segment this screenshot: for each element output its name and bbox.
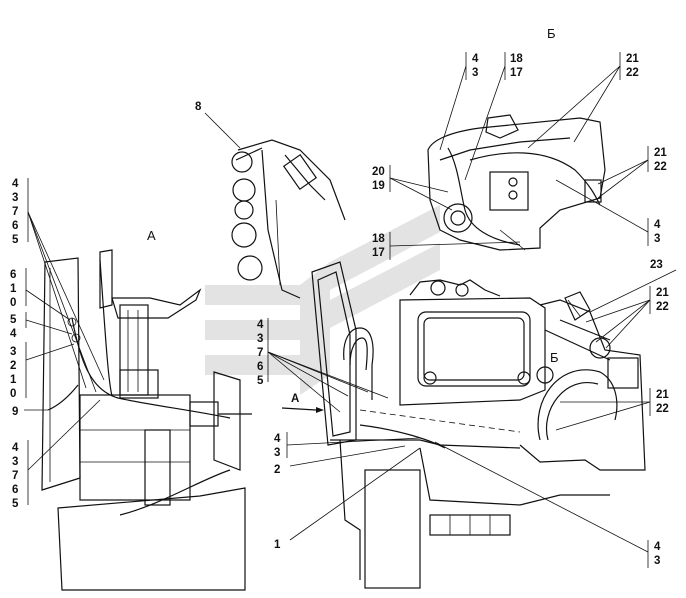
callout-left-bottom-0: 4 [12,442,19,454]
callout-left-bottom-3: 6 [12,484,18,496]
callout-center-2: 2 [274,464,280,476]
callout-center-43-0: 4 [274,433,281,445]
callout-center-stack-1: 3 [257,333,263,345]
callout-bottom-43-1: 3 [654,555,660,567]
callout-r-23: 23 [650,259,663,271]
item-8-assembly [204,112,346,299]
callout-left-top-2: 7 [12,206,18,218]
callout-b-2019-1: 19 [372,180,385,192]
callout-bottom-43-0: 4 [654,541,661,553]
callout-left-mid-a-0: 6 [10,269,16,281]
callout-left-mid-c-1: 2 [10,360,16,372]
callout-left-mid-a-2: 0 [10,297,16,309]
callout-b-2019-0: 20 [372,166,385,178]
callout-center-stack-4: 5 [257,375,264,387]
callout-left-mid-c-2: 1 [10,374,17,386]
callout-left-9: 9 [12,406,18,418]
callout-b-1817-1: 17 [372,247,385,259]
callout-left-bottom-2: 7 [12,470,18,482]
callout-top-43-1: 3 [472,67,478,79]
callout-r-2122-b-1: 22 [656,403,669,415]
callout-left-top-3: 6 [12,220,18,232]
callout-left-mid-c-3: 0 [10,388,16,400]
callout-r-2122-b-0: 21 [656,389,669,401]
callout-left-mid-c-0: 3 [10,346,16,358]
arrow-label: А [291,393,299,405]
callout-b-2122-0: 21 [654,147,667,159]
view-a-leaders [24,178,105,505]
view-b-leaders [389,52,649,260]
view-arrow-a [281,407,324,413]
callout-center-1: 1 [274,539,281,551]
callout-left-bottom-4: 5 [12,498,19,510]
right-leaders [555,269,677,431]
callout-center-stack-0: 4 [257,319,264,331]
callout-top-1817-1: 17 [510,67,523,79]
center-leaders [267,318,649,568]
callout-b-1817-0: 18 [372,233,385,245]
callout-center-stack-3: 6 [257,361,263,373]
callout-center-43-1: 3 [274,447,280,459]
callout-left-top-0: 4 [12,178,19,190]
callout-left-mid-a-1: 1 [10,283,17,295]
callout-left-top-1: 3 [12,192,18,204]
callout-left-top-4: 5 [12,234,19,246]
callout-left-bottom-1: 3 [12,456,18,468]
callout-b-2122-1: 22 [654,161,667,173]
view-a-cab [41,249,252,591]
callout-top-1817-0: 18 [510,53,523,65]
callout-b-43-1: 3 [654,233,660,245]
callout-left-mid-b-0: 5 [10,314,17,326]
callout-center-stack-2: 7 [257,347,263,359]
callout-b-43-0: 4 [654,219,661,231]
view-label-a: А [147,228,156,243]
view-label-b-mid: Б [550,350,559,365]
main-machine [311,261,646,589]
view-b-detail [427,114,606,251]
watermark-logo [205,205,440,395]
callout-top-2122-0: 21 [626,53,639,65]
callout-r-2122-a-1: 22 [656,301,669,313]
callout-r-2122-a-0: 21 [656,287,669,299]
callout-top-2122-1: 22 [626,67,639,79]
callout-item-8: 8 [195,101,202,113]
callout-top-43-0: 4 [472,53,479,65]
view-label-b-top: Б [547,26,556,41]
callout-left-mid-b-1: 4 [10,328,17,340]
labels: А Б Б А 4 3 7 6 5 6 1 0 5 4 3 2 1 0 9 4 … [10,26,669,567]
